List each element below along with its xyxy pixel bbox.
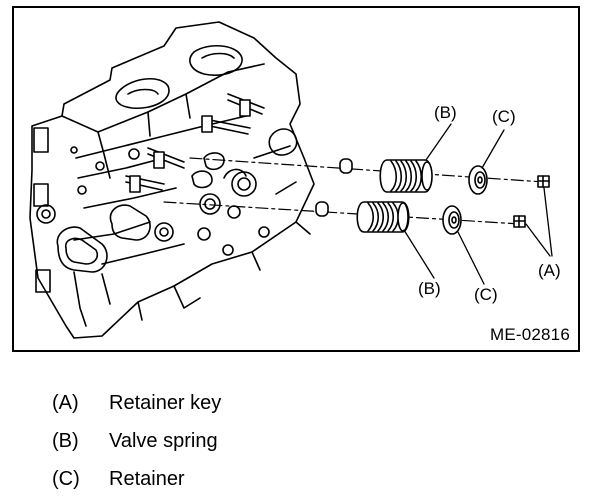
cylinder-head-diagram: (B) (C) (A) (B) (C): [29, 21, 561, 339]
stem-seal-upper: [339, 158, 353, 174]
callout-b-lower: (B): [418, 279, 441, 298]
callout-c-upper: (C): [492, 107, 516, 126]
legend-key: (B): [52, 429, 79, 452]
valve-spring-lower: [356, 201, 410, 233]
legend: (A) Retainer key (B) Valve spring (C) Re…: [52, 384, 221, 498]
retainer-lower: [442, 205, 462, 235]
valve-spring-upper: [379, 159, 433, 193]
upper-parts-group: [339, 158, 550, 195]
callout-b-upper: (B): [434, 103, 457, 122]
legend-item-a: (A) Retainer key: [52, 384, 221, 422]
retainer-key-upper: [537, 175, 550, 188]
legend-text: Retainer key: [109, 391, 222, 414]
retainer-key-lower: [513, 215, 526, 228]
cylinder-head-casting: [29, 21, 315, 339]
legend-item-c: (C) Retainer: [52, 460, 221, 498]
retainer-upper: [468, 165, 488, 195]
legend-text: Valve spring: [109, 429, 218, 452]
leader-lines: [403, 123, 553, 285]
legend-text: Retainer: [109, 467, 185, 490]
legend-key: (C): [52, 467, 80, 490]
callout-c-lower: (C): [474, 285, 498, 304]
stem-seal-lower: [315, 201, 329, 217]
lower-parts-group: [315, 201, 526, 235]
alignment-lines: [163, 157, 545, 225]
diagram-frame: (B) (C) (A) (B) (C) ME-02816: [12, 6, 580, 352]
callout-a: (A): [538, 261, 561, 280]
legend-item-b: (B) Valve spring: [52, 422, 221, 460]
legend-key: (A): [52, 391, 79, 414]
figure-code: ME-02816: [489, 325, 570, 344]
